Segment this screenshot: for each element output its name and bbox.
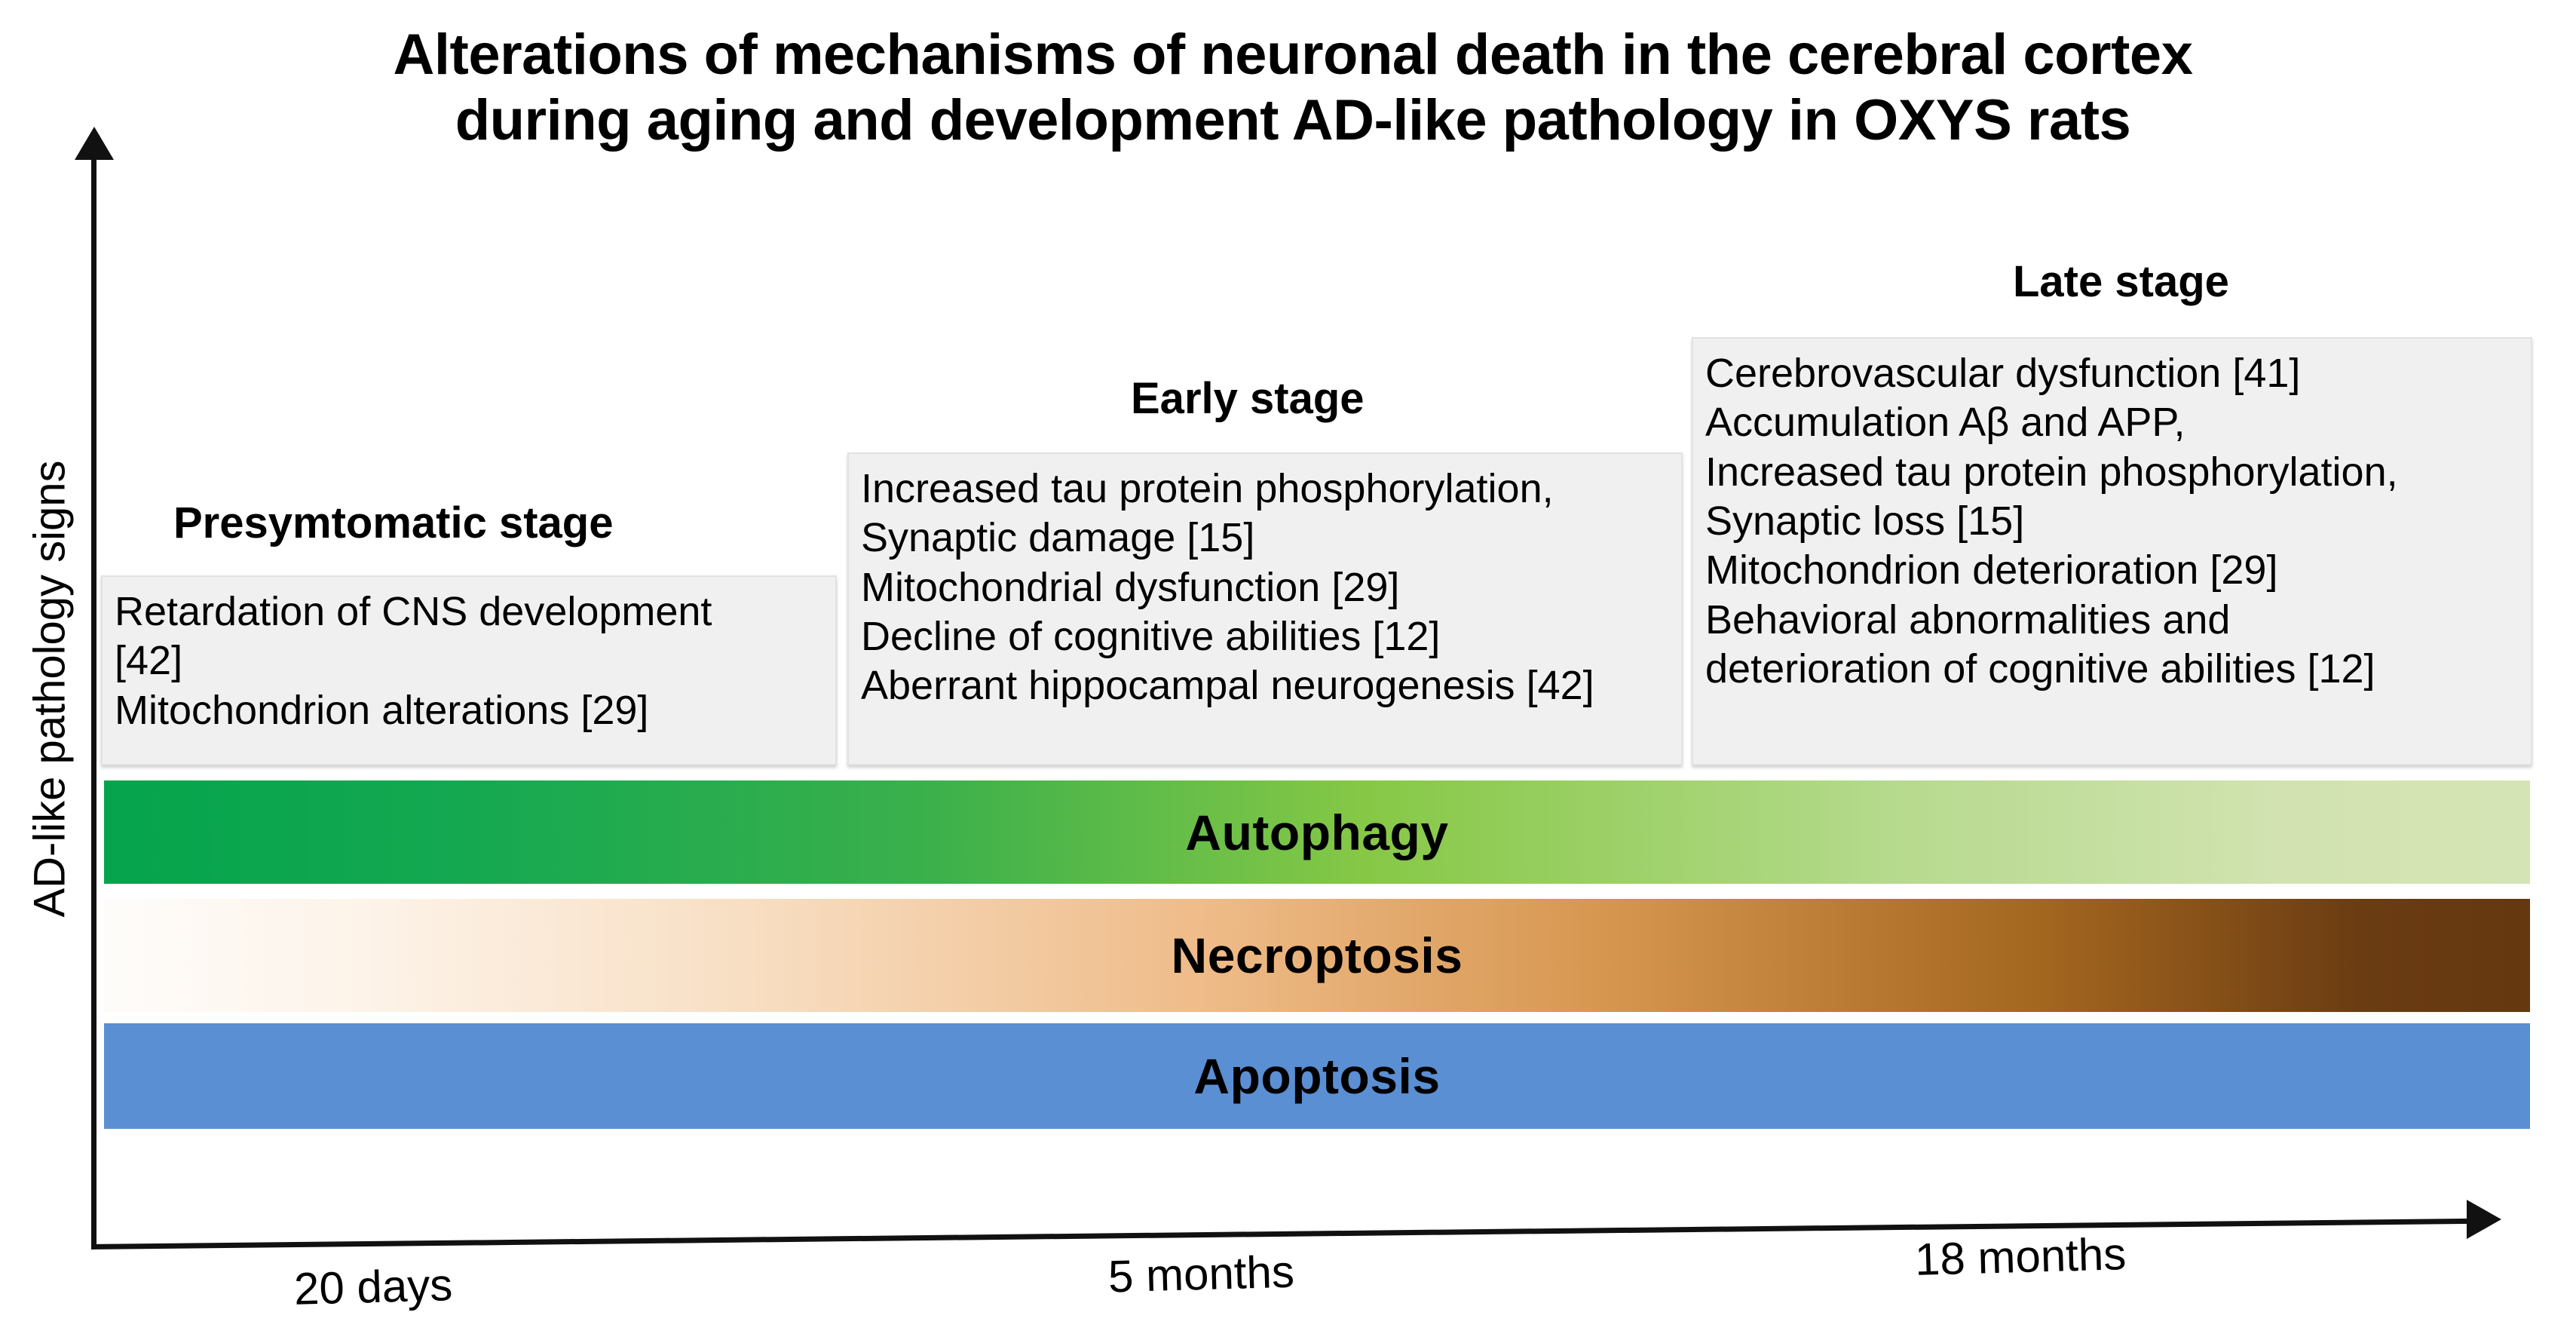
stage-box-line: Retardation of CNS development <box>115 589 712 634</box>
stage-box-line: Increased tau protein phosphorylation, <box>861 466 1554 511</box>
stage-box-line: deterioration of cognitive abilities [12… <box>1705 645 2375 691</box>
stage-box-late: Cerebrovascular dysfunction [41] Accumul… <box>1692 337 2532 765</box>
mechanism-bar-necroptosis: Necroptosis <box>104 899 2530 1012</box>
title-line-2: during aging and development AD-like pat… <box>455 87 2131 152</box>
stage-box-line: Synaptic damage [15] <box>861 515 1255 561</box>
y-axis-label: AD-like pathology signs <box>25 460 75 918</box>
stage-box-line: Accumulation Aβ and APP, <box>1705 400 2185 446</box>
stage-box-line: Aberrant hippocampal neurogenesis [42] <box>861 663 1594 709</box>
mechanism-bar-autophagy: Autophagy <box>104 780 2530 884</box>
stage-box-line: [42] <box>115 638 183 684</box>
x-tick-label-5-months: 5 months <box>1107 1246 1295 1302</box>
figure-title: Alterations of mechanisms of neuronal de… <box>113 23 2473 153</box>
mechanism-label-necroptosis: Necroptosis <box>1171 928 1463 983</box>
x-tick-label-20-days: 20 days <box>293 1259 454 1314</box>
y-axis-line <box>91 151 96 1246</box>
stage-box-line: Mitochondrial dysfunction [29] <box>861 564 1400 610</box>
title-line-1: Alterations of mechanisms of neuronal de… <box>393 23 2193 87</box>
mechanism-label-autophagy: Autophagy <box>1185 804 1449 860</box>
mechanism-bar-apoptosis: Apoptosis <box>104 1023 2530 1129</box>
stage-header-early: Early stage <box>1131 374 1365 423</box>
x-axis-arrow-icon <box>2467 1200 2501 1239</box>
stage-box-line: Mitochondrion deterioration [29] <box>1705 547 2278 593</box>
stage-box-line: Decline of cognitive abilities [12] <box>861 613 1441 659</box>
stage-box-presymtomatic: Retardation of CNS development [42] Mito… <box>101 575 837 765</box>
stage-header-late: Late stage <box>2013 257 2229 306</box>
stage-box-line: Cerebrovascular dysfunction [41] <box>1705 351 2301 396</box>
y-axis-arrow-icon <box>75 127 114 160</box>
stage-box-early: Increased tau protein phosphorylation, S… <box>847 452 1683 765</box>
mechanism-label-apoptosis: Apoptosis <box>1193 1048 1441 1104</box>
stage-box-line: Increased tau protein phosphorylation, <box>1705 449 2398 495</box>
stage-box-line: Behavioral abnormalities and <box>1705 596 2231 642</box>
stage-box-line: Synaptic loss [15] <box>1705 498 2025 544</box>
x-tick-label-18-months: 18 months <box>1914 1228 2127 1285</box>
stage-box-line: Mitochondrion alterations [29] <box>115 687 649 733</box>
stage-header-presymtomatic: Presymtomatic stage <box>173 498 614 547</box>
